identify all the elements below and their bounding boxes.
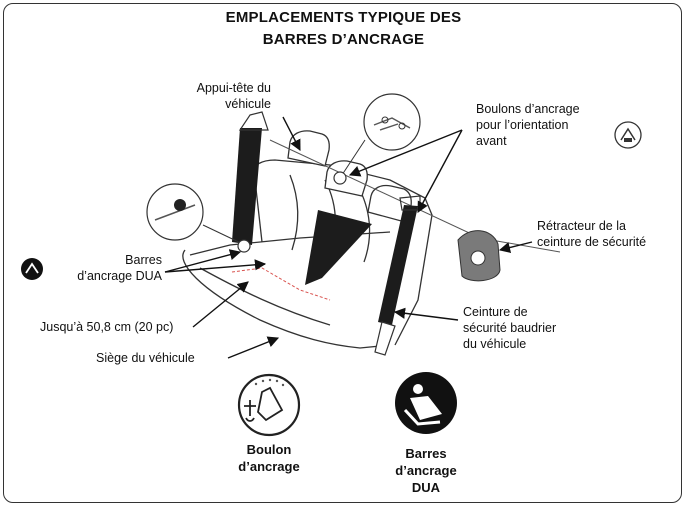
tether-anchor-icon [614, 121, 642, 149]
inset-top [363, 93, 421, 151]
distance-marker [231, 267, 331, 301]
seat-cushion [182, 231, 391, 349]
anchor-point-2 [333, 171, 347, 185]
shoulder-belts [232, 111, 421, 356]
callout-lower-bars: Barres d’ancrage DUA [77, 253, 162, 283]
legend-lower-bars-label: Barres d’ancrage DUA [395, 446, 457, 495]
leader-lines [164, 116, 533, 359]
title-line-1: EMPLACEMENTS TYPIQUE DES [225, 9, 462, 26]
callout-distance: Jusqu’à 50,8 cm (20 pc) [40, 320, 174, 334]
inset-left-link [202, 224, 246, 246]
legend-anchor-bolt-label: Boulon d’ancrage [238, 442, 300, 474]
callout-tether-bolts: Boulons d’ancrage pour l’orientation ava… [476, 102, 580, 148]
anchor-point-1 [237, 239, 251, 253]
inset-top-link [339, 139, 366, 179]
callout-retractor: Rétracteur de la ceinture de sécurité [537, 219, 647, 249]
inset-left [146, 183, 204, 241]
title-line-2: BARRES D’ANCRAGE [262, 31, 425, 48]
lower-anchor-icon [21, 258, 43, 280]
anchor-bolt-legend-icon [237, 373, 301, 437]
callout-shoulder-belt: Ceinture de sécurité baudrier du véhicul… [463, 305, 557, 351]
belt-retractor [457, 230, 501, 282]
callout-headrest: Appui-tête du véhicule [196, 81, 271, 111]
lower-bars-legend-icon [395, 372, 457, 434]
callout-seat: Siège du véhicule [96, 351, 195, 365]
